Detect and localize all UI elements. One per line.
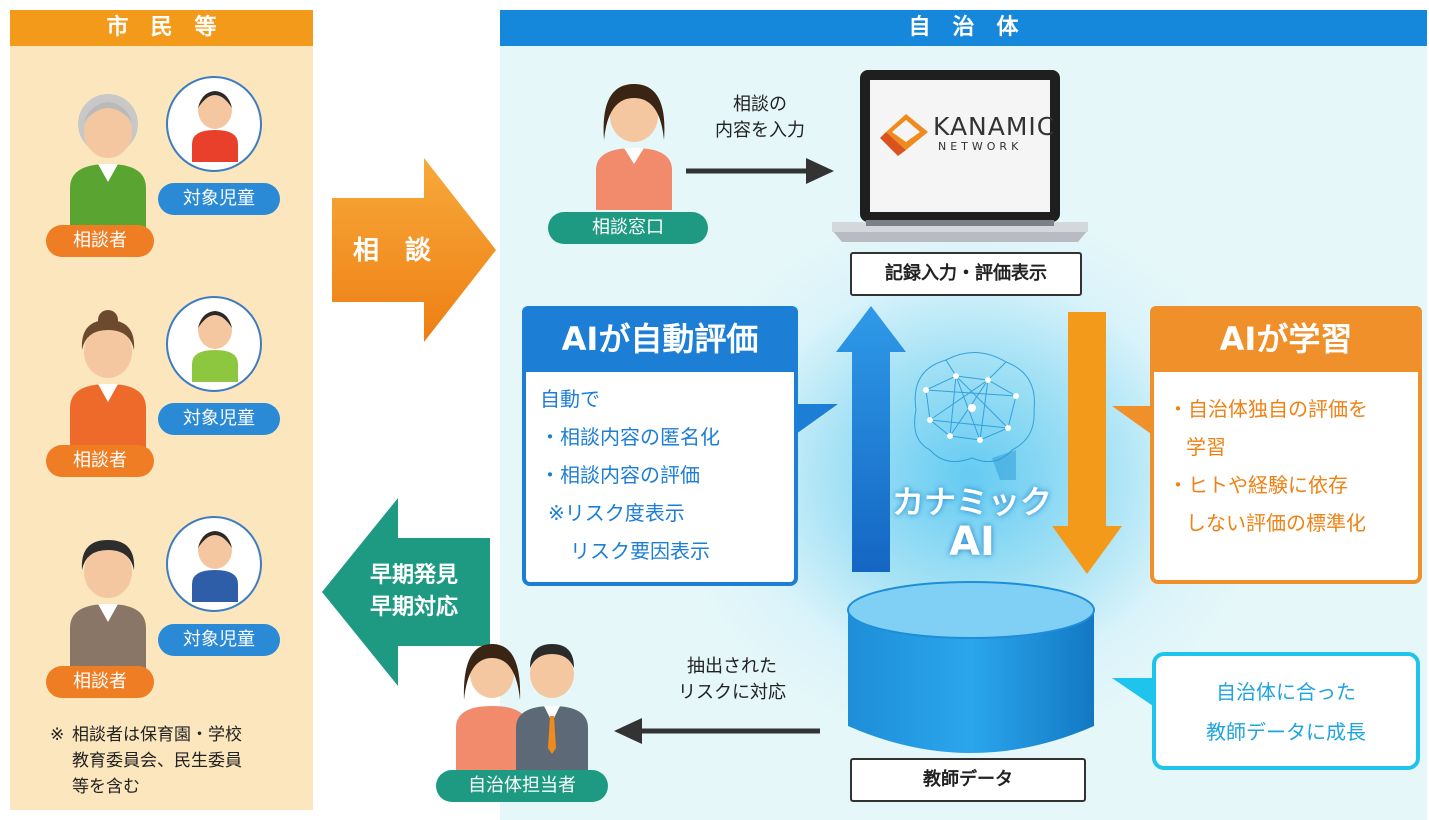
child-icon — [192, 531, 238, 602]
consultant-person-icon — [70, 310, 146, 456]
note-line-1: 相談者は保育園・学校 — [72, 725, 242, 745]
record-input-label: 記録入力・評価表示 — [850, 252, 1082, 296]
municipality-staff-label: 自治体担当者 — [436, 770, 608, 802]
extracted-risk-line-2: リスクに対応 — [678, 682, 786, 703]
ai-learn-line-1: ・自治体独自の評価を — [1168, 397, 1368, 421]
ai-learning-pointer-icon — [1112, 406, 1154, 436]
child-icon — [192, 311, 238, 382]
ai-auto-line-4: ※リスク度表示 — [548, 501, 685, 525]
teacher-data-label: 教師データ — [850, 758, 1086, 802]
consultant-person-icon — [70, 540, 146, 676]
consultant-label: 相談者 — [46, 445, 154, 477]
ai-auto-line-5: リスク要因表示 — [570, 539, 710, 563]
teacher-grow-line-2: 教師データに成長 — [1206, 720, 1366, 744]
counter-staff-icon — [596, 84, 672, 210]
ai-brain-icon — [914, 351, 1035, 480]
kanamic-ai-line-1: カナミック — [891, 483, 1052, 521]
note-line-2: 教育委員会、民生委員 — [72, 751, 242, 771]
teacher-growth-pointer-icon — [1112, 678, 1156, 708]
ai-auto-evaluation-title: AIが自動評価 — [522, 306, 798, 372]
evaluation-up-arrow-icon — [836, 306, 906, 572]
early-detection-arrow-icon — [322, 498, 490, 686]
consultant-label: 相談者 — [46, 666, 154, 698]
input-content-line-2: 内容を入力 — [715, 120, 805, 141]
consultation-counter-label: 相談窓口 — [548, 212, 708, 244]
ai-learn-line-4: しない評価の標準化 — [1186, 511, 1366, 535]
child-icon — [192, 91, 238, 162]
target-child-label: 対象児童 — [158, 403, 280, 435]
citizens-header: 市民等 — [10, 10, 313, 46]
input-content-text: 相談の 内容を入力 — [690, 92, 830, 144]
note-line-3: 等を含む — [72, 777, 140, 797]
consult-arrow-icon — [332, 158, 496, 342]
ai-learning-title: AIが学習 — [1150, 306, 1422, 372]
kanamic-ai-label: カナミック AI — [872, 482, 1072, 562]
teacher-data-growth-box: 自治体に合った 教師データに成長 — [1152, 652, 1420, 770]
ai-auto-line-2: ・相談内容の匿名化 — [540, 425, 720, 449]
kanamic-logo-text: KANAMIC — [933, 112, 1056, 141]
laptop-icon — [832, 70, 1088, 242]
ai-learn-line-3: ・ヒトや経験に依存 — [1168, 473, 1348, 497]
response-arrow-icon — [614, 718, 820, 744]
early-detection-line-2: 早期対応 — [369, 595, 458, 620]
ai-learning-list: ・自治体独自の評価を 学習 ・ヒトや経験に依存 しない評価の標準化 — [1168, 390, 1418, 542]
ai-auto-line-1: 自動で — [540, 387, 600, 411]
teacher-database-icon — [847, 581, 1095, 753]
kanamic-ai-line-2: AI — [949, 519, 995, 565]
consultant-note: ※ 相談者は保育園・学校 教育委員会、民生委員 等を含む — [50, 722, 300, 800]
learning-down-arrow-icon — [1052, 312, 1122, 574]
consultant-label: 相談者 — [46, 225, 154, 257]
extracted-risk-text: 抽出された リスクに対応 — [652, 654, 812, 706]
municipality-staff-icon — [456, 644, 588, 770]
early-detection-label: 早期発見 早期対応 — [358, 560, 470, 624]
note-mark: ※ — [50, 725, 65, 745]
network-logo-text: NETWORK — [938, 140, 1023, 153]
target-child-label: 対象児童 — [158, 624, 280, 656]
early-detection-line-1: 早期発見 — [369, 563, 458, 588]
municipality-header: 自治体 — [500, 10, 1427, 46]
input-arrow-icon — [686, 158, 834, 184]
extracted-risk-line-1: 抽出された — [687, 656, 777, 677]
input-content-line-1: 相談の — [733, 94, 787, 115]
ai-learn-line-2: 学習 — [1186, 435, 1226, 459]
ai-auto-evaluation-list: 自動で ・相談内容の匿名化 ・相談内容の評価 ※リスク度表示 リスク要因表示 — [540, 380, 790, 570]
ai-auto-line-3: ・相談内容の評価 — [540, 463, 700, 487]
consult-arrow-label: 相 談 — [352, 236, 431, 266]
target-child-label: 対象児童 — [158, 183, 280, 215]
teacher-grow-line-1: 自治体に合った — [1216, 680, 1356, 704]
consultant-person-icon — [70, 94, 146, 236]
ai-auto-pointer-icon — [796, 404, 838, 434]
